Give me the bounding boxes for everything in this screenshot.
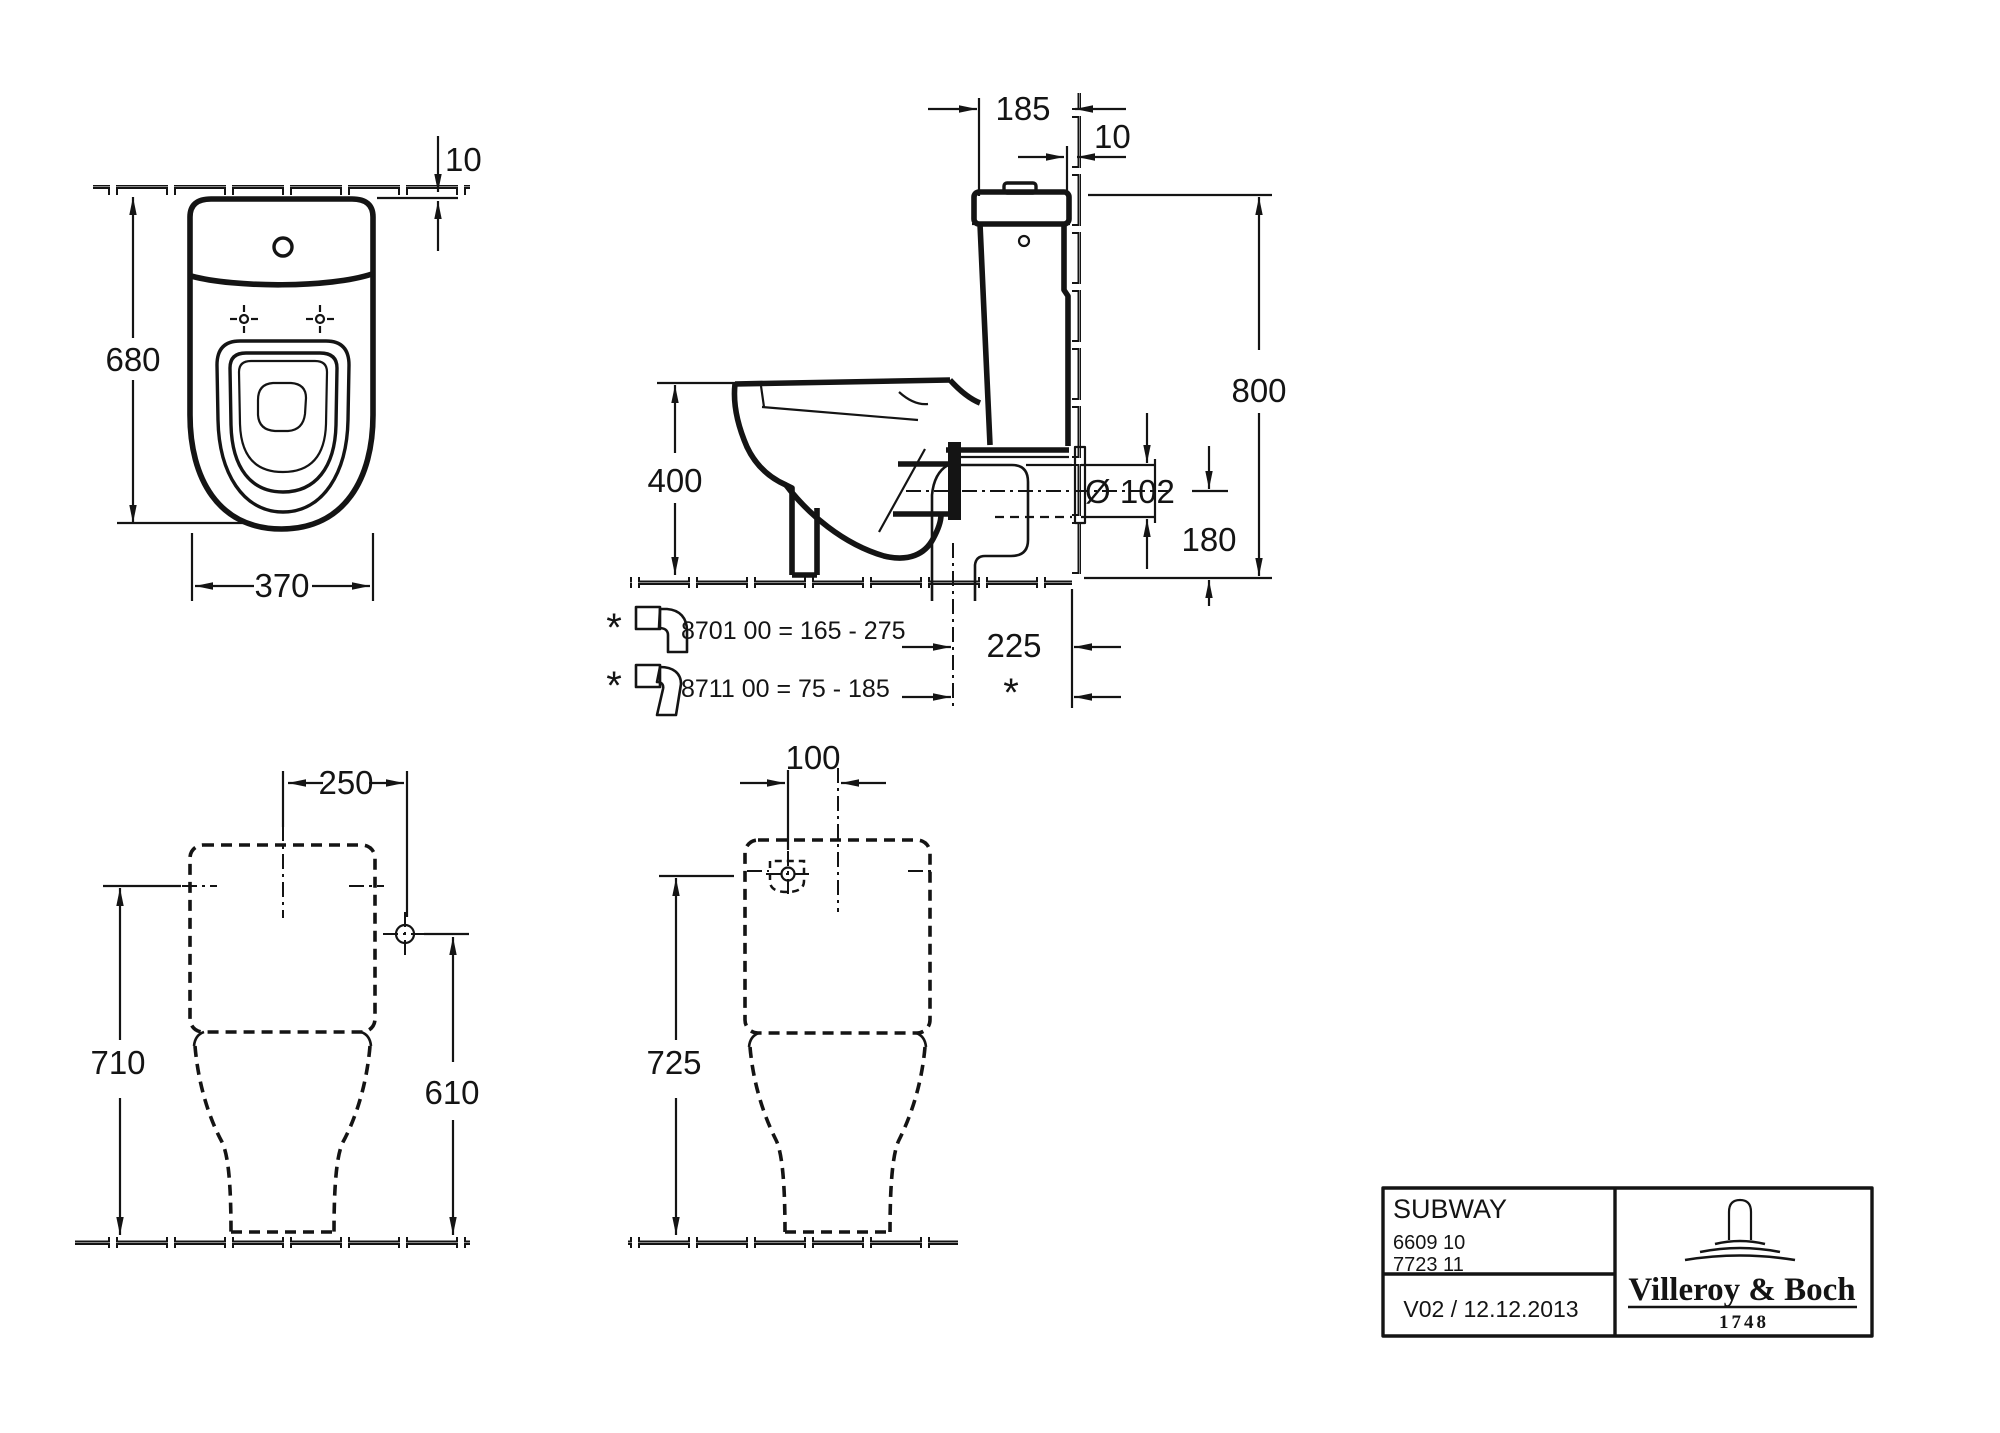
- dim-top-depth-lines: [117, 197, 247, 525]
- seat-outline: [215, 339, 351, 514]
- cistern-side: [977, 223, 1071, 446]
- dim-front-width-lines: [281, 771, 409, 917]
- version-date: V02 / 12.12.2013: [1403, 1296, 1578, 1322]
- flush-button-side-icon: [1002, 181, 1038, 195]
- bowl-outline-rear: [748, 1046, 927, 1234]
- side-view: 185 10 800 400 Ø 102: [630, 90, 1287, 715]
- water-inlet-mark-rear: [766, 851, 812, 897]
- dim-side-total-height: 800: [1231, 372, 1286, 409]
- dim-rear-height: 725: [646, 1044, 701, 1081]
- note-1-marker: *: [606, 606, 622, 650]
- cistern-lid: [971, 189, 1072, 227]
- dim-side-outlet-height-lines: [1192, 446, 1228, 606]
- brand-logo-icon: [1684, 1198, 1796, 1262]
- dim-side-cistern-depth: 185: [995, 90, 1050, 127]
- top-view: 680 370 10: [93, 136, 482, 604]
- rear-view: 100 725: [628, 739, 958, 1248]
- hinge-mark-left: [230, 305, 258, 333]
- front-view: 250 710 610: [75, 764, 480, 1248]
- outlet-flange: [948, 442, 961, 520]
- dim-front-width: 250: [318, 764, 373, 801]
- dim-front-inlet-height-lines: [424, 932, 469, 1235]
- product-name: SUBWAY: [1393, 1194, 1507, 1224]
- dim-side-wall-clearance: 10: [1094, 118, 1131, 155]
- water-surface-outline: [256, 381, 308, 433]
- toilet-body-outline: [187, 196, 376, 532]
- dim-side-cistern-depth-lines: [928, 98, 1126, 196]
- dim-side-rim-height: 400: [647, 462, 702, 499]
- water-inlet-mark-front: [383, 912, 427, 956]
- drain-elbow-angled-icon: [634, 663, 683, 717]
- note-2-text: 8711 00 = 75 - 185: [681, 675, 890, 703]
- flush-button-icon: [272, 236, 294, 258]
- dim-front-height-lines: [103, 884, 181, 1235]
- dim-front-inlet-height: 610: [424, 1074, 479, 1111]
- toilet-side-profile: [731, 181, 1087, 578]
- bowl-outline-front: [193, 1045, 372, 1234]
- dim-rear-inlet-offset: 100: [785, 739, 840, 776]
- tank-outline-rear: [743, 838, 932, 1035]
- drain-elbow-outline: [906, 459, 1168, 708]
- dim-top-depth: 680: [105, 341, 160, 378]
- dim-side-outlet-diameter: Ø 102: [1085, 473, 1175, 510]
- dim-rear-inlet-offset-lines: [740, 770, 886, 850]
- title-block: SUBWAY 6609 10 7723 11 V02 / 12.12.2013 …: [1381, 1186, 1874, 1338]
- note-2-marker: *: [606, 664, 622, 708]
- dim-side-rim-height-lines: [657, 381, 737, 575]
- article-number-1: 6609 10: [1393, 1232, 1465, 1254]
- dim-top-width-lines: [190, 533, 375, 601]
- wall-hatch-side-view: [1072, 93, 1081, 577]
- article-number-2: 7723 11: [1393, 1254, 1464, 1276]
- notes: * 8701 00 = 165 - 275 * 8711 00 = 75 - 1…: [606, 605, 906, 717]
- brand-name: Villeroy & Boch: [1628, 1272, 1855, 1308]
- hinge-mark-right: [306, 305, 334, 333]
- floor-hatch-front-view: [75, 1237, 470, 1248]
- drain-elbow-90-icon: [634, 605, 689, 654]
- brand-founded-year: 1748: [1719, 1312, 1769, 1333]
- wall-hatch-top-view: [93, 185, 470, 195]
- dim-side-outlet-height: 180: [1181, 521, 1236, 558]
- dim-top-wall-clearance: 10: [445, 141, 482, 178]
- bowl-opening-outline: [228, 351, 339, 494]
- dim-side-outlet-offset: 225: [986, 627, 1041, 664]
- dim-variable-offset-marker: *: [1003, 671, 1019, 715]
- cistern-edge: [190, 271, 373, 288]
- floor-hatch-rear-view: [628, 1237, 958, 1248]
- dim-side-wall-clearance-lines: [1018, 146, 1126, 194]
- dim-top-width: 370: [254, 567, 309, 604]
- dim-front-height: 710: [90, 1044, 145, 1081]
- note-1-text: 8701 00 = 165 - 275: [681, 617, 906, 645]
- floor-hatch-side-view: [630, 577, 1072, 588]
- tank-outline-front: [188, 843, 377, 1034]
- bowl-inner-outline: [237, 359, 329, 474]
- cistern-hole-icon: [1017, 234, 1031, 248]
- dim-rear-height-lines: [659, 874, 734, 1235]
- wall-flange: [1073, 445, 1087, 525]
